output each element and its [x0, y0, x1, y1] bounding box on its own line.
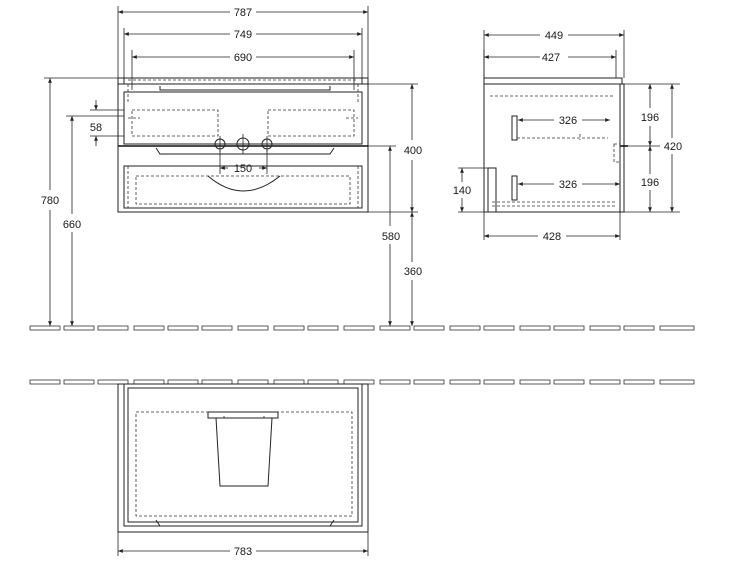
dim-label: 749: [234, 29, 252, 41]
floor-line-top: [29, 325, 695, 331]
dim-label: 428: [543, 231, 561, 243]
dim-side-depth-body: 427: [483, 50, 617, 78]
dim-label: 787: [234, 7, 252, 19]
dim-label: 400: [404, 145, 422, 157]
dim-front-top-offset: 58: [90, 100, 124, 146]
dim-label: 326: [559, 115, 577, 127]
dim-side-siphon-height: 140: [453, 167, 488, 213]
front-view: [117, 77, 369, 213]
side-view: [483, 77, 628, 213]
dim-front-width-basin: 690: [131, 50, 355, 90]
dim-label: 140: [453, 185, 471, 197]
dim-label: 427: [542, 52, 560, 64]
dim-side-height-total: 420: [664, 84, 682, 212]
dim-front-height-overall: 780: [41, 77, 118, 326]
dim-label: 660: [63, 219, 81, 231]
dim-front-width-body: 749: [123, 28, 363, 78]
dim-front-height-clearance: 360: [404, 212, 422, 326]
dim-label: 690: [234, 52, 252, 64]
dim-front-height-unit: 400: [368, 83, 422, 213]
dim-label: 783: [234, 546, 252, 558]
dim-label: 360: [404, 266, 422, 278]
floor-line-bottom: [29, 379, 695, 385]
dim-label: 58: [90, 122, 102, 134]
tap-holes: [210, 134, 278, 154]
dim-label: 780: [41, 195, 59, 207]
dim-label: 326: [559, 179, 577, 191]
dim-side-depth-inner: 428: [483, 212, 621, 243]
dim-label: 580: [382, 231, 400, 243]
dim-label: 449: [545, 30, 563, 42]
dim-label: 196: [641, 112, 659, 124]
plan-view: [117, 383, 369, 533]
dim-front-tap-spacing: 150: [219, 150, 268, 175]
dim-side-depth-overall: 449: [483, 30, 625, 78]
dim-label: 196: [641, 177, 659, 189]
dim-side-drawer-lower: 326: [518, 179, 620, 191]
dim-side-drawer-heights: 196 196: [624, 83, 680, 213]
dim-front-height-bottom: 580: [368, 145, 400, 326]
dim-front-height-top: 660: [63, 115, 124, 326]
dim-front-width-overall: 787: [117, 6, 369, 78]
dim-side-drawer-upper: 326: [518, 115, 610, 127]
dim-plan-width-overall: 783: [117, 532, 369, 558]
dim-label: 150: [234, 163, 252, 175]
dim-label: 420: [664, 141, 682, 153]
